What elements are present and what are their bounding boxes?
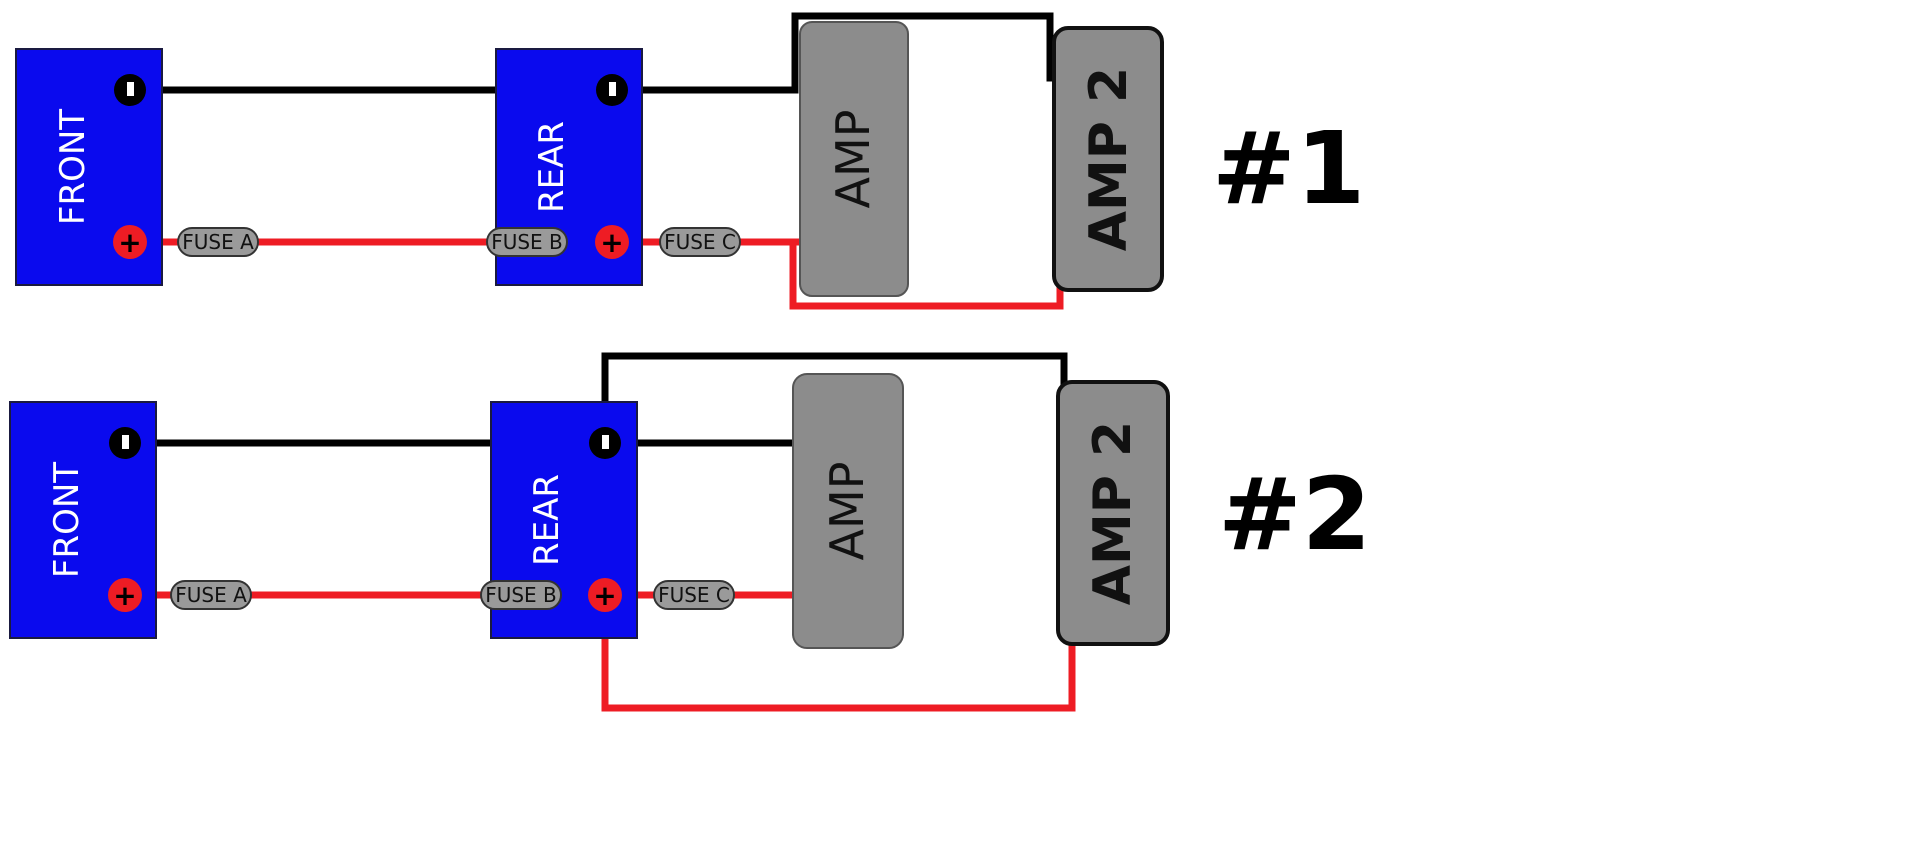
rear-negative-terminal [596, 74, 628, 106]
amp-2-body [1052, 26, 1164, 292]
fuse-c-label: FUSE C [664, 230, 736, 254]
rear-positive-terminal: + [588, 578, 622, 612]
amp-2-label: AMP 2 [1083, 421, 1143, 605]
front-positive-terminal-circle [113, 225, 147, 259]
amp-body [792, 373, 904, 649]
rear-negative-terminal-mark [609, 82, 616, 96]
diagram-1-label: #1 [1212, 110, 1365, 227]
rear-positive-terminal-circle [595, 225, 629, 259]
rear-positive-terminal-circle [588, 578, 622, 612]
fuse-b-label: FUSE B [491, 230, 563, 254]
fuse-a-label: FUSE A [182, 230, 254, 254]
fuse-c-body [653, 580, 735, 610]
fuse-a-body [170, 580, 252, 610]
rear-positive-terminal-symbol: + [600, 226, 623, 259]
fuse-a-body [177, 227, 259, 257]
amp-body [799, 21, 909, 297]
amp-label: AMP [820, 462, 874, 561]
front-battery-label: FRONT [47, 462, 87, 578]
diagram-2: FRONT REAR AMP AMP 2 FUSE A FUSE B FUSE … [9, 352, 1371, 712]
amp-label: AMP [826, 110, 880, 209]
rear-positive-terminal-symbol: + [593, 579, 616, 612]
fuse-c: FUSE C [659, 227, 741, 257]
fuse-a-label: FUSE A [175, 583, 247, 607]
front-negative-terminal [109, 427, 141, 459]
rear-negative-terminal [589, 427, 621, 459]
front-positive-terminal: + [108, 578, 142, 612]
amp-2: AMP 2 [1052, 26, 1164, 292]
front-positive-terminal-symbol: + [113, 579, 136, 612]
rear-battery-label: REAR [532, 121, 572, 213]
front-negative-terminal-mark [127, 82, 134, 96]
diagram-2-label: #2 [1218, 456, 1371, 573]
amp-2-body [1056, 380, 1170, 646]
front-positive-terminal-symbol: + [118, 226, 141, 259]
fuse-c: FUSE C [653, 580, 735, 610]
fuse-b: FUSE B [486, 227, 568, 257]
amp-2: AMP 2 [1056, 380, 1170, 646]
amp-2-label: AMP 2 [1079, 67, 1139, 251]
rear-positive-terminal: + [595, 225, 629, 259]
fuse-a: FUSE A [170, 580, 252, 610]
power-wire-rear-to-amp2 [601, 591, 1076, 712]
fuse-b-body [480, 580, 562, 610]
front-negative-terminal-mark [122, 435, 129, 449]
rear-negative-terminal-mark [602, 435, 609, 449]
amp: AMP [799, 21, 909, 297]
front-negative-terminal [114, 74, 146, 106]
rear-battery-label: REAR [527, 474, 567, 566]
front-positive-terminal: + [113, 225, 147, 259]
fuse-c-label: FUSE C [658, 583, 730, 607]
fuse-c-body [659, 227, 741, 257]
fuse-b-label: FUSE B [485, 583, 557, 607]
fuse-b-body [486, 227, 568, 257]
front-positive-terminal-circle [108, 578, 142, 612]
diagram-1: FRONT REAR AMP AMP 2 FUSE A FUSE B FUSE … [15, 12, 1365, 310]
front-battery-label: FRONT [53, 109, 93, 225]
ground-wire-rear-to-amp [608, 12, 1054, 94]
amp: AMP [792, 373, 904, 649]
fuse-a: FUSE A [177, 227, 259, 257]
fuse-b: FUSE B [480, 580, 562, 610]
